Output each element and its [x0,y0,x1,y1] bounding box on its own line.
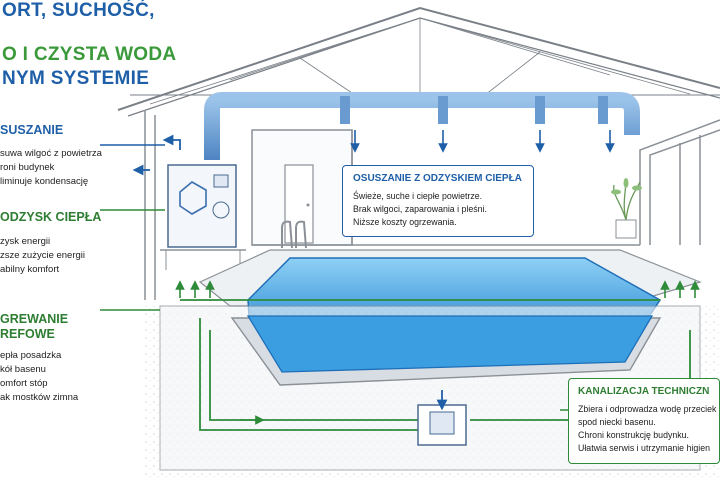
section-title-floor-heating-2: REFOWE [0,327,55,341]
callout-line: Niższe koszty ogrzewania. [353,217,457,227]
potted-plant [611,178,642,239]
air-ducts [204,92,640,160]
section-title-floor-heating-1: GREWANIE [0,312,69,326]
section-item: omfort stóp [0,378,48,389]
door [284,164,314,244]
headline-line-2: O I CZYSTA WODA [2,44,177,65]
section-item: abilny komfort [0,264,60,275]
air-diffusers [350,130,615,153]
dehumidifier-unit [160,164,246,270]
fan-icon [212,201,230,219]
section-item: kół basenu [0,364,46,375]
section-item: roni budynek [0,162,55,173]
section-item: zysk energii [0,236,51,247]
callout-technical-drain: KANALIZACJA TECHNICZN Zbiera i odprowadz… [568,378,720,464]
drain-box [417,390,467,446]
section-item: liminuje kondensację [0,176,89,187]
callout-line: spod niecki basenu. [578,417,656,427]
headline-line-1: ORT, SUCHOŚĆ, [2,0,155,21]
section-item: suwa wilgoć z powietrza [0,148,102,159]
callout-drain-title: KANALIZACJA TECHNICZN [578,386,710,397]
headline-line-3: NYM SYSTEMIE [2,68,150,89]
callout-line: Chroni konstrukcję budynku. [578,430,689,440]
callout-line: Brak wilgoci, zaparowania i pleśni. [353,204,487,214]
hexagon-heat-exchanger-icon [179,181,207,215]
pool-ladder [281,220,307,249]
air-flow-arrows [132,134,181,176]
section-item: epła posadzka [0,350,62,361]
section-item: ak mostków zimna [0,392,79,403]
section-title-heat-recovery: ODZYSK CIEPŁA [0,210,102,224]
callout-heat-recovery: OSUSZANIE Z ODZYSKIEM CIEPŁA Świeże, suc… [342,165,534,237]
section-title-drying: SUSZANIE [0,123,64,137]
callout-heat-recovery-title: OSUSZANIE Z ODZYSKIEM CIEPŁA [353,173,522,184]
callout-line: Świeże, suche i ciepłe powietrze. [353,191,483,201]
section-item: zsze zużycie energii [0,250,86,261]
callout-line: Ułatwia serwis i utrzymanie higien [578,443,711,453]
callout-line: Zbiera i odprowadza wodę przeciek [578,404,717,414]
